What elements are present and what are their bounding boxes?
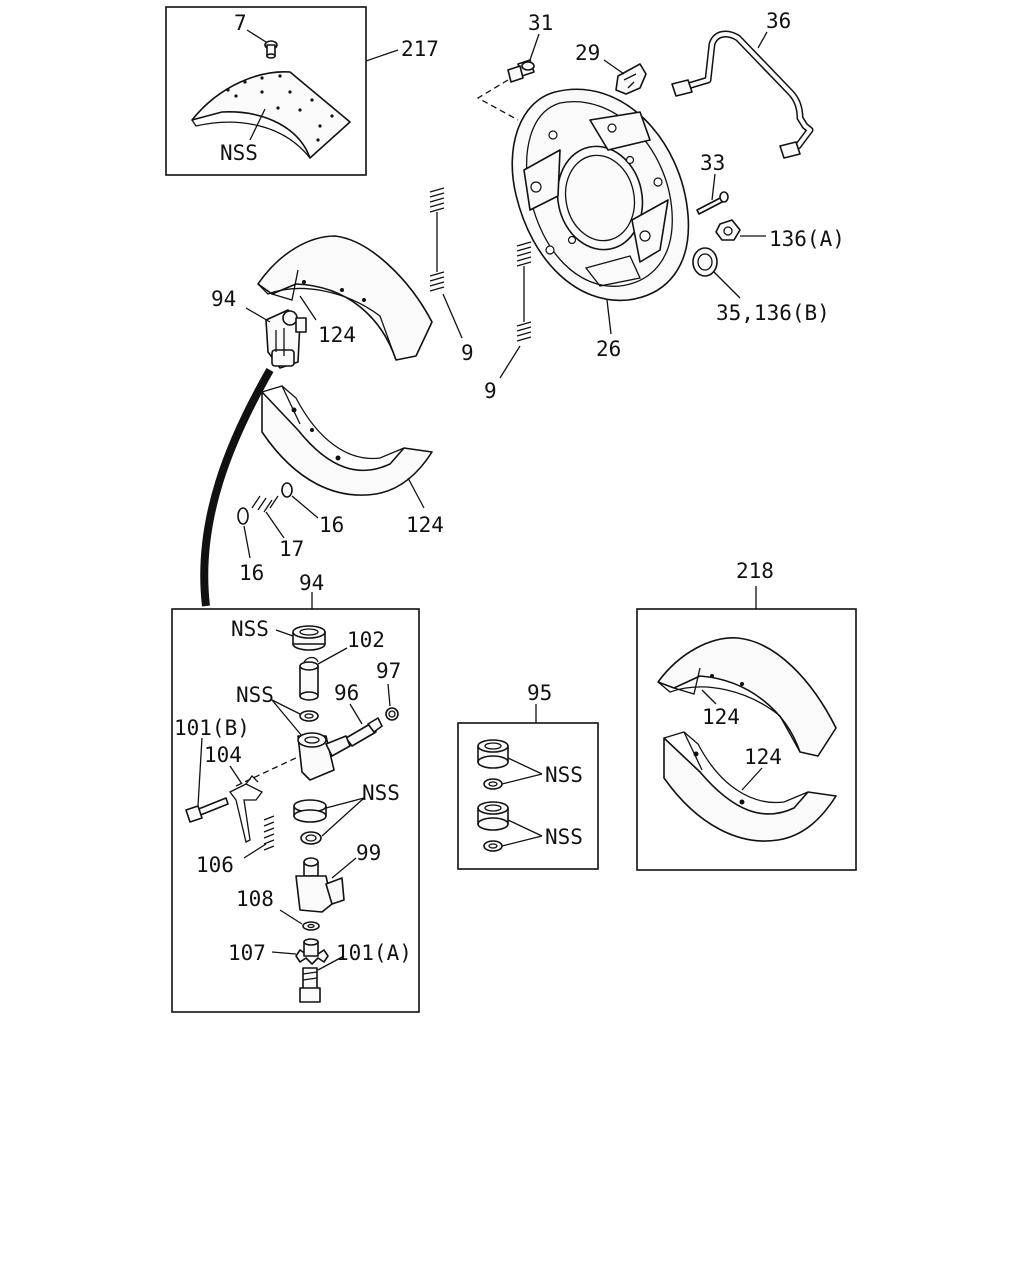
- brake-pipe-36[interactable]: [671, 30, 814, 159]
- piston-cup-top[interactable]: [292, 625, 326, 651]
- label-124-set-upper: 124: [702, 705, 740, 729]
- nut-136a[interactable]: [715, 219, 741, 241]
- label-99: 99: [356, 841, 381, 865]
- shoe-set-lower-124[interactable]: [663, 731, 837, 842]
- washer-16-right[interactable]: [281, 482, 293, 498]
- cylinder-body[interactable]: [297, 732, 351, 781]
- label-136a: 136(A): [769, 227, 845, 251]
- label-106: 106: [196, 853, 234, 877]
- label-17: 17: [279, 537, 304, 561]
- spring-9-lower[interactable]: [516, 241, 532, 342]
- label-124-set-lower: 124: [744, 745, 782, 769]
- washer-16-left[interactable]: [237, 507, 249, 525]
- label-31: 31: [528, 11, 553, 35]
- shoe-set-box-218: 218 124 124: [636, 559, 857, 871]
- brake-lining-217[interactable]: [191, 71, 351, 159]
- cap-35-136b[interactable]: [692, 247, 718, 277]
- label-107: 107: [228, 941, 266, 965]
- label-16-right: 16: [319, 513, 344, 537]
- piston-cup-lower[interactable]: [293, 799, 327, 845]
- label-108: 108: [236, 887, 274, 911]
- bolt-101a[interactable]: [299, 967, 321, 1003]
- spring-106[interactable]: [263, 815, 275, 851]
- label-124-lower: 124: [406, 513, 444, 537]
- label-96: 96: [334, 681, 359, 705]
- label-nss-kit1: NSS: [545, 763, 583, 787]
- label-97: 97: [376, 659, 401, 683]
- label-nss-ring: NSS: [236, 683, 274, 707]
- adjuster-piston-99[interactable]: [295, 857, 345, 913]
- spring-17[interactable]: [251, 495, 279, 513]
- callout-connector-94: [200, 368, 274, 607]
- label-33: 33: [700, 151, 725, 175]
- label-nss-lining: NSS: [220, 141, 258, 165]
- wheel-cylinder-box-94: 94 NSS 102 NSS: [171, 571, 420, 1013]
- label-9-lower: 9: [484, 379, 497, 403]
- bleeder-screw-96[interactable]: [345, 717, 383, 747]
- label-124-upper: 124: [318, 323, 356, 347]
- label-nss-kit2: NSS: [545, 825, 583, 849]
- label-36: 36: [766, 9, 791, 33]
- label-94-main: 94: [211, 287, 236, 311]
- label-35-136b: 35,136(B): [716, 301, 830, 325]
- label-101a: 101(A): [336, 941, 412, 965]
- brake-shoe-124-lower[interactable]: [261, 385, 433, 496]
- pin-33[interactable]: [696, 191, 729, 215]
- label-7: 7: [234, 11, 247, 35]
- piston-102[interactable]: [299, 656, 319, 701]
- bolt-101b[interactable]: [185, 797, 229, 823]
- label-94-box: 94: [299, 571, 324, 595]
- kit-cup-upper[interactable]: [477, 739, 509, 790]
- washer-108[interactable]: [302, 921, 320, 931]
- label-95: 95: [527, 681, 552, 705]
- label-104: 104: [204, 743, 242, 767]
- cup-kit-box-95: 95 NSS NSS: [457, 681, 599, 870]
- label-29: 29: [575, 41, 600, 65]
- label-26: 26: [596, 337, 621, 361]
- label-nss-cup-top: NSS: [231, 617, 269, 641]
- spring-9-upper[interactable]: [429, 187, 445, 292]
- label-101b: 101(B): [174, 716, 250, 740]
- seal-ring[interactable]: [299, 710, 319, 722]
- bleeder-cap-97[interactable]: [385, 707, 399, 721]
- clip-29[interactable]: [615, 63, 647, 95]
- label-9-upper: 9: [461, 341, 474, 365]
- adjusting-wheel-107[interactable]: [295, 938, 329, 965]
- rivet-7[interactable]: [264, 40, 278, 59]
- brake-shoe-124-upper[interactable]: [257, 235, 433, 361]
- backing-plate-26[interactable]: [511, 88, 690, 302]
- adjuster-lever-104[interactable]: [229, 775, 263, 843]
- label-102: 102: [347, 628, 385, 652]
- shoe-set-upper-124[interactable]: [657, 637, 837, 757]
- label-16-left: 16: [239, 561, 264, 585]
- label-nss-cup-low: NSS: [362, 781, 400, 805]
- label-217: 217: [401, 37, 439, 61]
- wheel-cylinder-94[interactable]: [265, 309, 307, 369]
- lining-kit-box-217: 7 217 NSS: [165, 6, 439, 176]
- label-218: 218: [736, 559, 774, 583]
- kit-cup-lower[interactable]: [477, 801, 509, 852]
- bolt-31[interactable]: [507, 59, 535, 83]
